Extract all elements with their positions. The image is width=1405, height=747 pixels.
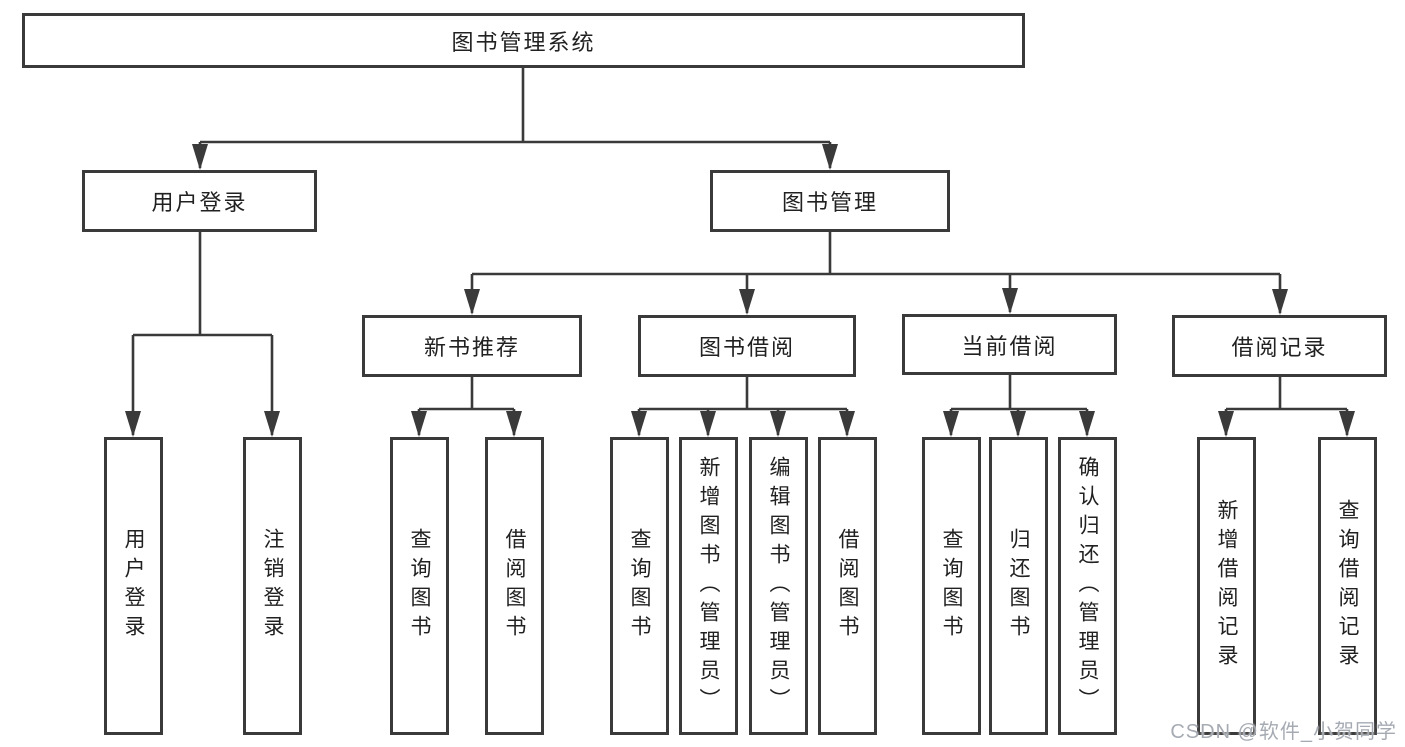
connector-bookmgmt-to-level3 <box>470 232 1282 313</box>
connector-borrow-to-leaves <box>637 377 849 435</box>
node-library-management-system: 图书管理系统 <box>22 13 1025 68</box>
connector-root-to-level2 <box>198 68 832 168</box>
connector-newbook-to-leaves <box>417 377 516 435</box>
leaf-borrow-edit-books-admin: 编辑图书（管理员） <box>749 437 808 735</box>
leaf-borrow-add-books-admin: 新增图书（管理员） <box>679 437 738 735</box>
node-book-management: 图书管理 <box>710 170 950 232</box>
leaf-current-confirm-return-admin: 确认归还（管理员） <box>1058 437 1117 735</box>
csdn-watermark: CSDN @软件_小贺同学 <box>1170 721 1397 743</box>
leaf-records-add-record: 新增借阅记录 <box>1197 437 1256 735</box>
leaf-logout: 注销登录 <box>243 437 302 735</box>
leaf-newrec-query-books: 查询图书 <box>390 437 449 735</box>
leaf-current-query-books: 查询图书 <box>922 437 981 735</box>
node-user-login: 用户登录 <box>82 170 317 232</box>
leaf-borrow-query-books: 查询图书 <box>610 437 669 735</box>
leaf-records-query-record: 查询借阅记录 <box>1318 437 1377 735</box>
node-borrow-records: 借阅记录 <box>1172 315 1387 377</box>
node-current-borrow: 当前借阅 <box>902 314 1117 375</box>
connector-records-to-leaves <box>1224 377 1349 435</box>
leaf-borrow-borrow-books: 借阅图书 <box>818 437 877 735</box>
connector-userlogin-to-leaves <box>131 232 274 435</box>
leaf-current-return-books: 归还图书 <box>989 437 1048 735</box>
leaf-newrec-borrow-books: 借阅图书 <box>485 437 544 735</box>
node-book-borrow: 图书借阅 <box>638 315 856 377</box>
node-new-book-recommend: 新书推荐 <box>362 315 582 377</box>
arrowheads <box>125 144 1355 437</box>
leaf-user-login: 用户登录 <box>104 437 163 735</box>
